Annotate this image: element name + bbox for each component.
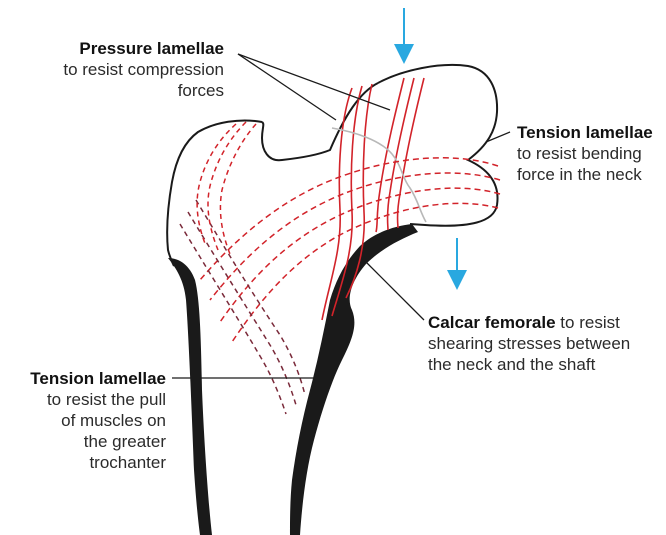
label-pressure-lamellae: Pressure lamellae to resist compression … [30,38,224,101]
femur-outline [378,65,498,226]
tension-lamellae-neck-line2: force in the neck [517,164,666,185]
medial-cortex-calcar [290,224,418,535]
tension-lamellae-neck-title: Tension lamellae [517,123,653,142]
pressure-lamellae-title: Pressure lamellae [79,39,224,58]
tension-lamellae-trochanter-line2: of muscles on [6,410,166,431]
load-arrows [404,8,457,280]
tension-lamellae-trochanter-line4: trochanter [6,452,166,473]
calcar-femorale-line1: shearing stresses between [428,333,664,354]
calcar-femorale-title-suffix: to resist [556,313,620,332]
femur-head-left-edge [262,83,378,160]
label-calcar-femorale: Calcar femorale to resist shearing stres… [428,312,664,375]
pressure-lamellae-line2: forces [30,80,224,101]
label-tension-lamellae-neck: Tension lamellae to resist bending force… [517,122,666,185]
pressure-lamellae-line1: to resist compression [30,59,224,80]
greater-trochanter-outline [167,120,262,266]
tension-lamellae-neck-line1: to resist bending [517,143,666,164]
label-tension-lamellae-trochanter: Tension lamellae to resist the pull of m… [6,368,166,473]
calcar-femorale-line2: the neck and the shaft [428,354,664,375]
tension-lamellae-trochanter-title: Tension lamellae [30,369,166,388]
calcar-femorale-title: Calcar femorale [428,313,556,332]
tension-lamellae-trochanter-line3: the greater [6,431,166,452]
tension-lamellae-trochanter-line1: to resist the pull [6,389,166,410]
lateral-cortex [168,258,212,535]
